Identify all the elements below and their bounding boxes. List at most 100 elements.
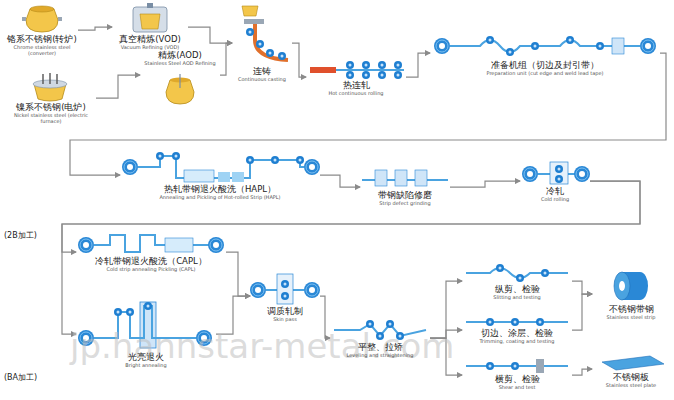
preparation-line-part (531, 42, 539, 50)
grinding-line (362, 170, 448, 186)
cold-rolling-mill-part (555, 175, 563, 183)
step-name-english: Annealing and Pickling of Hot-rolled Str… (120, 194, 320, 200)
slitting-line-part (541, 269, 549, 277)
hapl-line-part (296, 156, 304, 164)
step-name-english: Vacuum Refining (VOD) (112, 44, 188, 50)
step-name: 热连轧 (306, 80, 406, 90)
flow-arrow (450, 181, 520, 187)
steel-plate (602, 356, 664, 370)
skin-pass-mill-part (250, 282, 266, 298)
bright-annealing-furnace-part (126, 308, 134, 316)
hot-rolling-mill-part (394, 61, 402, 69)
step-name: 不锈钢带钢 (592, 304, 670, 314)
pickling-step: 冷轧带钢退火酸洗（CAPL）Cold strip annealing Pickl… (76, 232, 226, 272)
step-name: 准备机组（切边及封引带） (430, 60, 660, 70)
flow-arrow (188, 27, 232, 43)
step-name-english: Stainless steel plate (592, 382, 670, 388)
hapl-line-part (304, 159, 320, 175)
preparation-line-part (596, 42, 604, 50)
steel-plate-part (602, 356, 664, 370)
slitting-line-part (496, 264, 504, 272)
step-name-english: Preparation unit (cut edge and weld lead… (430, 70, 660, 76)
step-name: 真空精炼(VOD) (112, 34, 188, 44)
cold-rolling-mill-part (550, 162, 568, 184)
capl-line-part (165, 238, 193, 252)
step-name-english: Hot continuous rolling (306, 90, 406, 96)
step-name: 带钢缺陷修磨 (360, 190, 450, 200)
step-name: 冷轧 (520, 186, 590, 196)
step-name: 连铸 (232, 66, 292, 76)
flow-arrow (70, 53, 666, 175)
hapl-line-part (172, 152, 180, 160)
skin-pass-mill-part (304, 282, 320, 298)
bright-annealing-furnace-part (114, 308, 122, 316)
step-name: 精炼(AOD) (140, 50, 220, 60)
cross-cut-line-part (536, 359, 544, 373)
flow-arrow (320, 175, 360, 187)
hot-rolling-mill-part (378, 71, 386, 79)
leveling-step: 平整、拉矫Leveling and straightening (330, 318, 430, 358)
step-name: 纵剪、检验 (462, 284, 572, 294)
hot-rolling-mill-part (378, 61, 386, 69)
step-name-english: Leveling and straightening (330, 352, 430, 358)
flow-arrow (62, 181, 640, 334)
hapl-line-part (122, 159, 138, 175)
continuous-caster-part (255, 24, 288, 60)
continuous-caster-part (256, 40, 264, 48)
steel-coil-part (619, 281, 625, 291)
hot-rolling-mill-part (362, 61, 370, 69)
step-name: 切边、涂层、检验 (462, 328, 572, 338)
continuous-caster-part (244, 19, 264, 24)
step-name: 调质轧制 (250, 306, 320, 316)
skin-pass-mill-part (277, 274, 293, 304)
process-note: (2B加工) (4, 230, 37, 241)
grinding-step: 带钢缺陷修磨Strip defect grinding (360, 168, 450, 206)
flow-arrow (220, 43, 232, 75)
step-name-english: Stainless steel strip (592, 314, 670, 320)
step-name-english: Shear and test (462, 384, 572, 390)
continuous-caster-part (278, 52, 286, 60)
step-name-english: Cold rolling (520, 196, 590, 202)
capl-line-part (208, 237, 224, 253)
steel-coil-part (614, 272, 630, 300)
step-name: 铬系不锈钢(转炉) (6, 34, 78, 44)
step-name-english: Continuous casting (232, 76, 292, 82)
step-name-english: Stainless Steel AOD Refining (140, 60, 220, 66)
hot-rolling-mill-part (362, 71, 370, 79)
flow-arrow (292, 43, 306, 77)
flow-arrow (406, 53, 430, 77)
rolling-step: 热连轧Hot continuous rolling (306, 58, 406, 96)
cold-rolling-mill (522, 162, 590, 184)
flow-arrow (96, 75, 140, 98)
step-name: 热轧带钢退火酸洗（HAPL） (120, 184, 320, 194)
step-name: 横剪、检验 (462, 374, 572, 384)
grinding-line-part (415, 170, 427, 186)
grinding-line-part (395, 170, 407, 186)
converter-step: 铬系不锈钢(转炉)Chrome stainless steel (convert… (6, 4, 78, 56)
casting-step: 连铸Continuous casting (232, 4, 292, 82)
step-name: 镍系不锈钢(电炉) (6, 102, 96, 112)
hapl-line-part (246, 156, 254, 164)
hapl-line-part (156, 152, 164, 160)
hot-rolling-mill-part (336, 69, 404, 71)
cold-rolling-mill-part (522, 166, 538, 182)
cold-rolling-mill-part (574, 166, 590, 182)
step-name-english: Cold strip annealing Pickling (CAPL) (76, 266, 226, 272)
converter-vessel (22, 6, 62, 32)
trimming-line (466, 318, 568, 326)
hot-rolling-mill-part (394, 71, 402, 79)
continuous-caster-part (266, 49, 274, 57)
step-name-english: Nickel stainless steel (electric furnace… (6, 112, 96, 124)
hapl-line-part (184, 170, 214, 182)
converter-vessel-part (26, 9, 58, 32)
rolling-step: 冷轧Cold rolling (520, 160, 590, 202)
preparation-line-part (450, 40, 640, 52)
skin-pass-mill-part (281, 280, 289, 288)
shearing-step: 横剪、检验Shear and test (462, 360, 572, 390)
product-step: 不锈钢带钢Stainless steel strip (592, 268, 670, 320)
hot-rolling-mill-part (310, 67, 336, 73)
flow-arrow (572, 294, 592, 330)
cross-cut-line-part (486, 362, 494, 370)
flow-arrow (78, 27, 112, 30)
